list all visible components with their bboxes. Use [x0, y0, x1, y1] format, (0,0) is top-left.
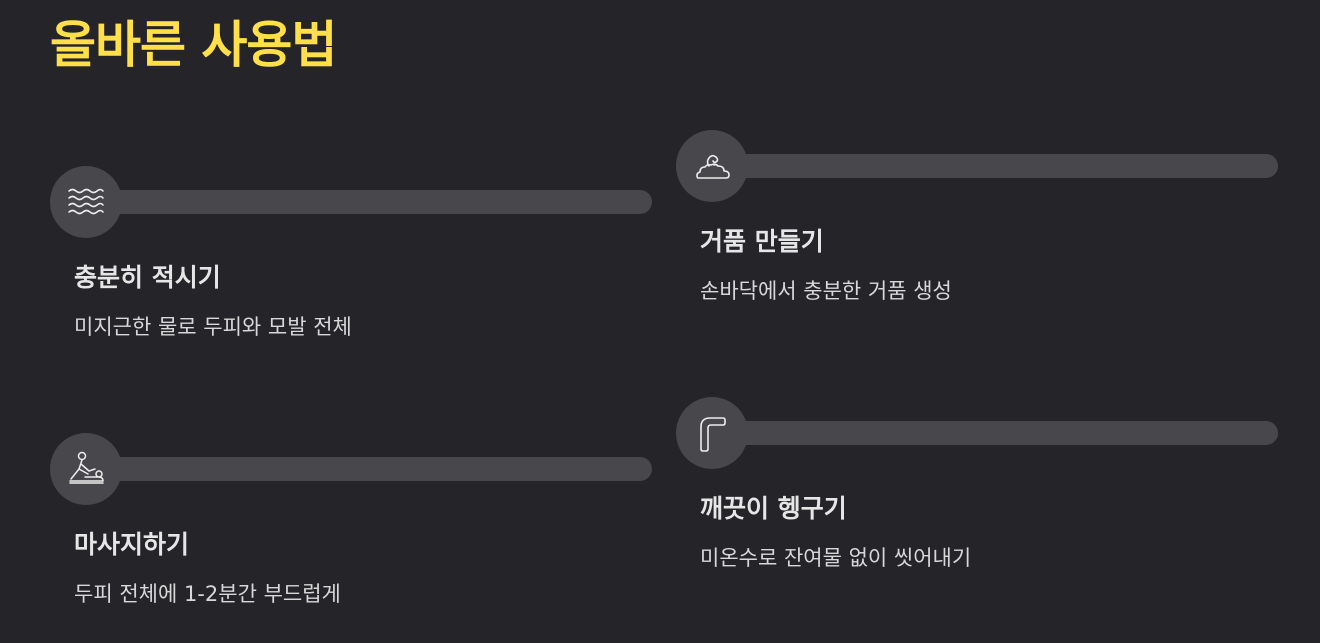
step-progress-track — [98, 457, 652, 481]
rinse-pipe-icon — [700, 417, 726, 452]
step-title: 깨끗이 헹구기 — [700, 494, 847, 523]
step-card-foam: 거품 만들기 손바닥에서 충분한 거품 생성 — [676, 130, 1280, 320]
step-icon-circle — [50, 166, 122, 238]
step-description: 두피 전체에 1-2분간 부드럽게 — [74, 582, 341, 606]
step-icon-circle — [50, 433, 122, 505]
step-icon-circle — [676, 397, 748, 469]
step-description: 손바닥에서 충분한 거품 생성 — [700, 279, 952, 303]
step-card-wet: 충분히 적시기 미지근한 물로 두피와 모발 전체 — [50, 166, 654, 356]
foam-icon — [696, 154, 730, 179]
step-progress-track — [724, 421, 1278, 445]
step-icon-circle — [676, 130, 748, 202]
step-title: 거품 만들기 — [700, 227, 824, 256]
step-description: 미온수로 잔여물 없이 씻어내기 — [700, 546, 972, 570]
massage-icon — [69, 451, 104, 484]
step-card-massage: 마사지하기 두피 전체에 1-2분간 부드럽게 — [50, 433, 654, 623]
step-progress-track — [724, 154, 1278, 178]
step-title: 마사지하기 — [74, 530, 190, 559]
page-title: 올바른 사용법 — [50, 16, 337, 74]
step-description: 미지근한 물로 두피와 모발 전체 — [74, 315, 352, 339]
step-card-rinse: 깨끗이 헹구기 미온수로 잔여물 없이 씻어내기 — [676, 397, 1280, 587]
step-title: 충분히 적시기 — [74, 263, 221, 292]
water-waves-icon — [68, 188, 104, 215]
step-progress-track — [98, 190, 652, 214]
